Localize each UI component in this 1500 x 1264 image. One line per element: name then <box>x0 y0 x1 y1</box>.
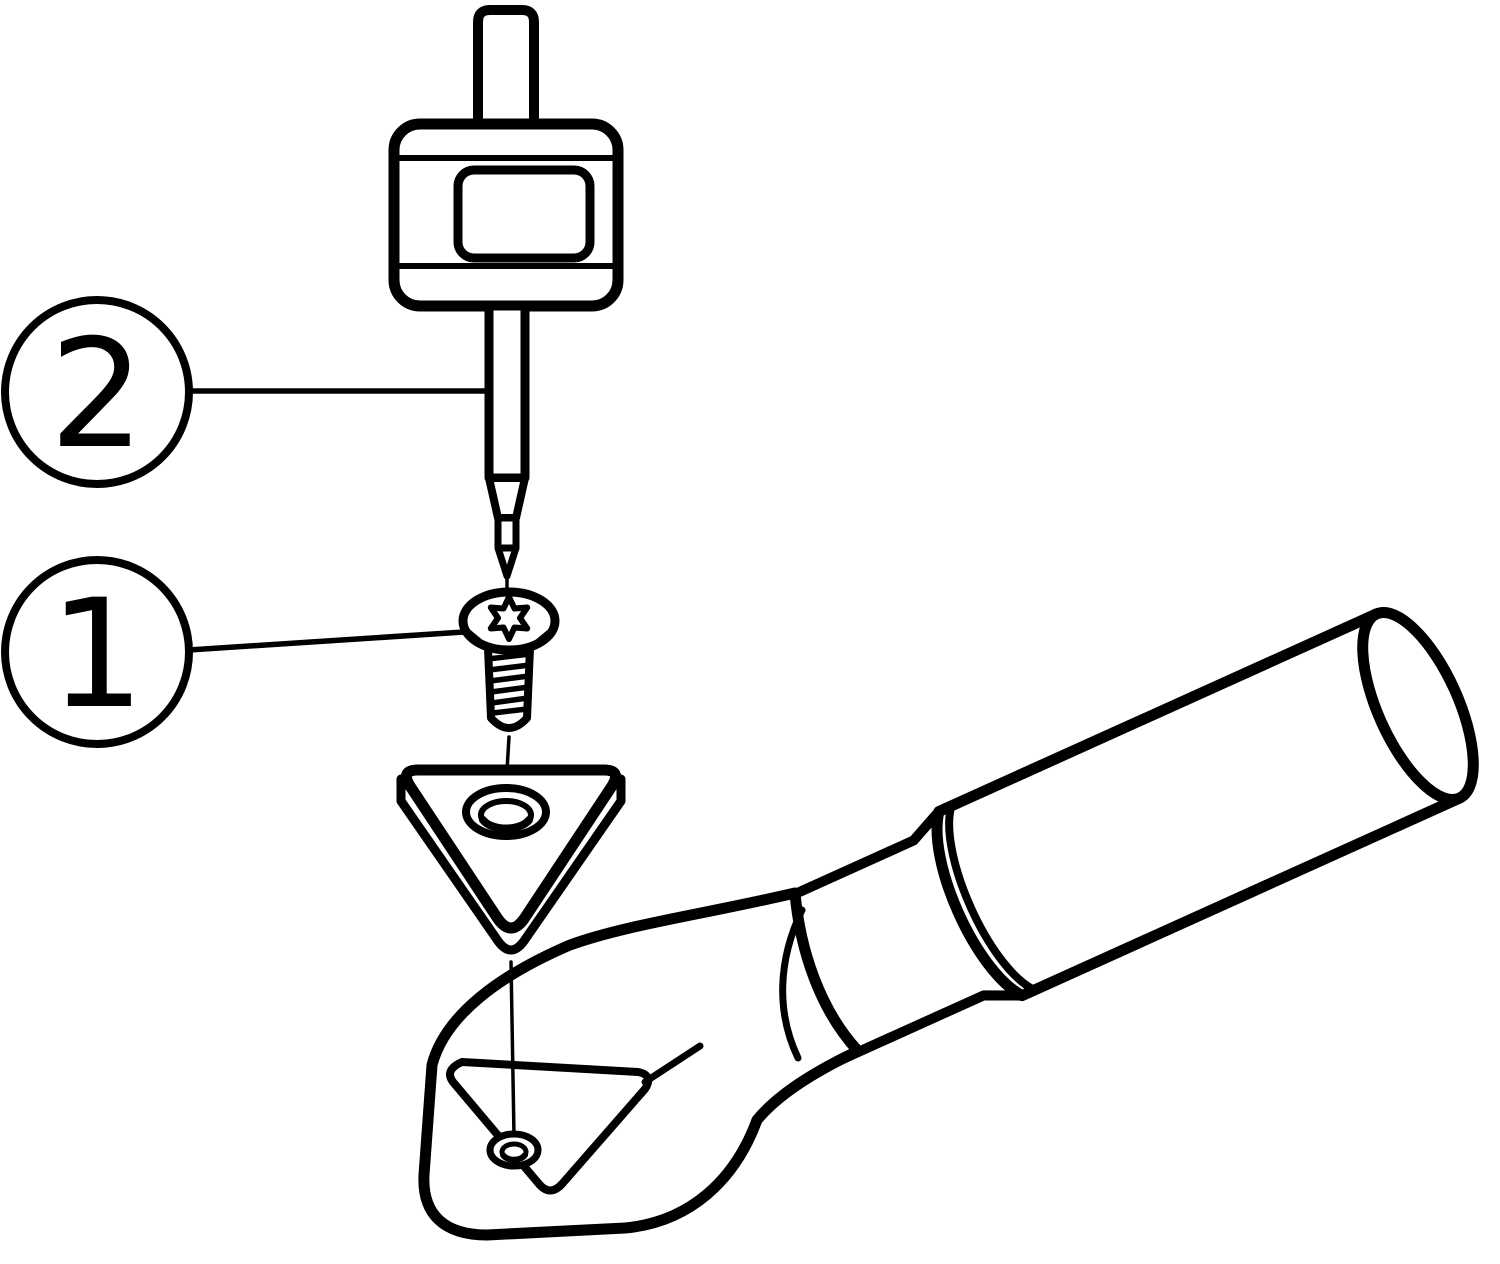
cutting-insert <box>396 764 626 955</box>
pocket-hole <box>486 1130 542 1170</box>
key-bit <box>494 514 520 552</box>
callout-1-circle <box>1 556 193 748</box>
callout-1-leader-line <box>186 629 467 653</box>
insert-thickness <box>396 774 626 955</box>
callout-2-circle <box>1 296 193 488</box>
key-shaft <box>484 301 530 483</box>
bar-step-line <box>945 804 1037 993</box>
screw-head-underside-left <box>461 626 492 653</box>
key-display-window <box>453 165 595 263</box>
callout-1: 1 <box>1 556 467 748</box>
bar-end-cap <box>1357 606 1479 806</box>
screw-head-underside-right <box>526 626 557 653</box>
boring-bar <box>740 606 1479 1077</box>
pocket-hole-shadow <box>500 1152 528 1163</box>
callout-2: 2 <box>1 296 492 488</box>
screw-threads <box>485 651 533 716</box>
callout-1-label: 1 <box>49 568 144 742</box>
key-shaft-taper <box>485 474 529 522</box>
head-joint-line <box>779 906 806 1062</box>
insert-top-face <box>400 764 622 934</box>
key-tip <box>494 544 520 580</box>
torx-recess <box>487 594 531 642</box>
center-line-bottom <box>509 960 516 1138</box>
bar-shank <box>931 608 1466 1002</box>
insert-hole-shadow <box>479 816 533 833</box>
tool-head <box>418 887 864 1241</box>
callout-2-label: 2 <box>49 308 144 482</box>
insert-screw <box>458 587 560 732</box>
torque-key <box>388 5 624 580</box>
key-knob <box>473 5 539 131</box>
pocket-seat-line <box>641 1042 704 1086</box>
